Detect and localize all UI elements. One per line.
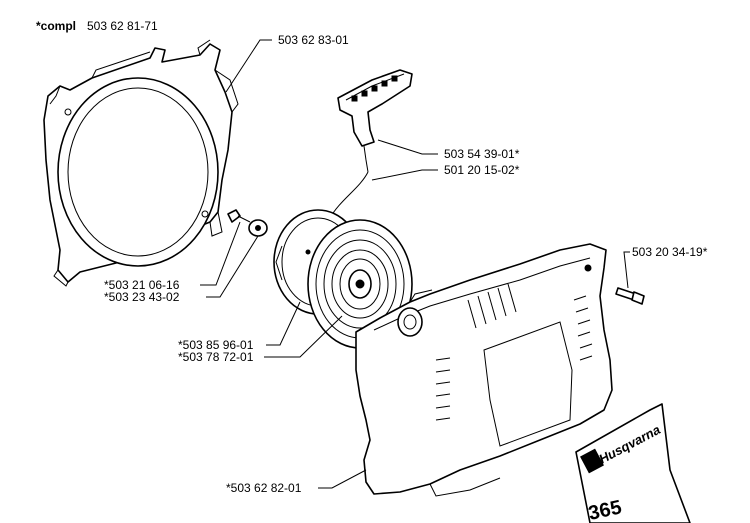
label-screw-left: *503 21 06-16 xyxy=(104,278,180,292)
leader-lines xyxy=(200,39,630,489)
label-starter-handle: 503 54 39-01* xyxy=(444,147,520,161)
washer-screw-part xyxy=(227,209,268,237)
label-starter-pulley: *503 85 96-01 xyxy=(178,338,254,352)
starter-cover-part xyxy=(355,243,613,497)
decal-part: Husqvarna 365 xyxy=(575,403,691,523)
label-screw-right: 503 20 34-19* xyxy=(632,245,708,259)
label-starter-cord: 501 20 15-02* xyxy=(444,163,520,177)
fan-housing-part xyxy=(43,39,239,287)
label-recoil-spring: *503 78 72-01 xyxy=(178,350,254,364)
label-compl-number: 503 62 81-71 xyxy=(87,19,158,33)
label-starter-cover: *503 62 82-01 xyxy=(226,481,302,495)
label-washer: *503 23 43-02 xyxy=(104,290,180,304)
label-fan-housing: 503 62 83-01 xyxy=(278,33,349,47)
label-compl-prefix: *compl xyxy=(36,19,76,33)
screw-right-part xyxy=(615,287,645,305)
